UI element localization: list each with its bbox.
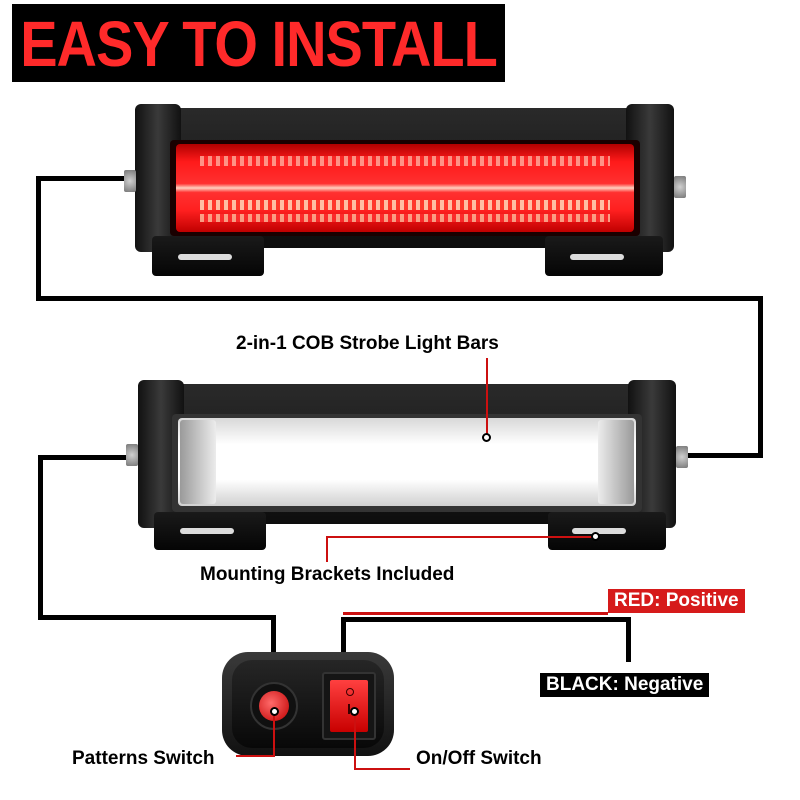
red-positive-tag: RED: Positive — [608, 589, 745, 613]
light-bars-label: 2-in-1 COB Strobe Light Bars — [236, 333, 499, 354]
patterns-switch-label: Patterns Switch — [72, 748, 215, 769]
brackets-label: Mounting Brackets Included — [200, 564, 455, 585]
black-negative-tag: BLACK: Negative — [540, 673, 710, 697]
title-banner: EASY TO INSTALL — [12, 4, 505, 82]
page-title: EASY TO INSTALL — [20, 6, 498, 80]
white-lens — [178, 418, 636, 506]
onoff-switch-label: On/Off Switch — [416, 748, 542, 769]
